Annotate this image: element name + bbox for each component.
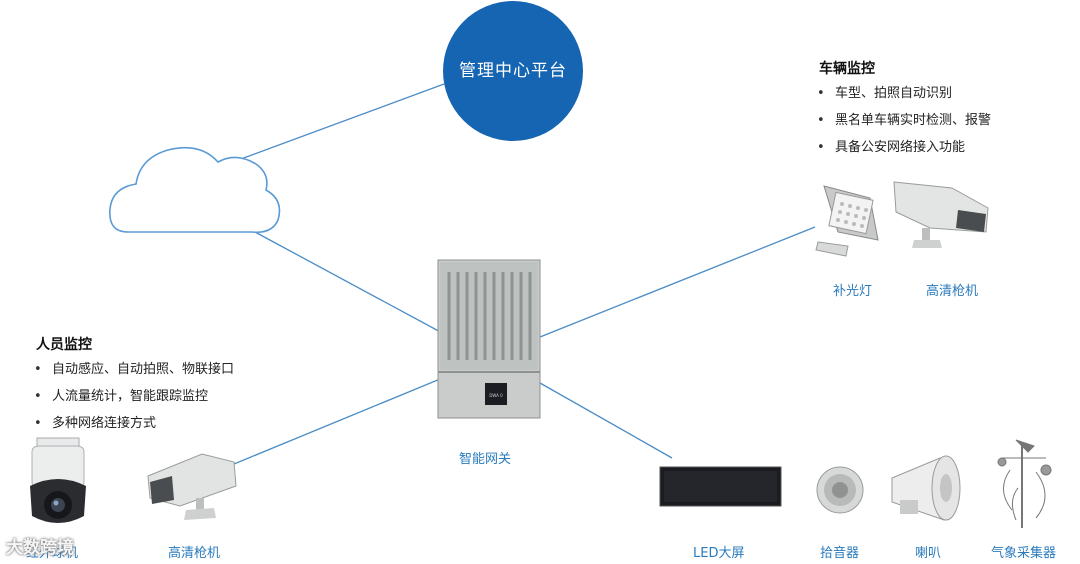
vehicle-monitor-title: 车辆监控 — [819, 61, 875, 77]
vehicle-feature-1: 车型、拍照自动识别 — [815, 80, 991, 107]
line-gateway-vehicle — [539, 226, 816, 338]
infrared-dome-label: 红外球机 — [26, 546, 79, 561]
person-feature-3: 多种网络连接方式 — [32, 410, 234, 437]
line-cloud-hub — [221, 83, 445, 167]
speaker-label: 喇叭 — [915, 546, 942, 561]
platform-label: 管理中心平台 — [459, 61, 567, 81]
person-monitor-title: 人员监控 — [36, 337, 92, 353]
vehicle-monitor-list: 车型、拍照自动识别 黑名单车辆实时检测、报警 具备公安网络接入功能 — [815, 80, 991, 161]
hd-camera-right-label: 高清枪机 — [926, 284, 979, 299]
fill-light-label: 补光灯 — [833, 284, 873, 299]
led-screen-label: LED大屏 — [693, 546, 745, 561]
cloud-icon — [109, 146, 281, 234]
person-monitor-list: 自动感应、自动拍照、物联接口 人流量统计，智能跟踪监控 多种网络连接方式 — [32, 356, 234, 437]
watermark: 大数跨境 — [6, 538, 74, 558]
speaker-icon — [891, 455, 961, 521]
pickup-icon — [816, 466, 864, 514]
fill-light-icon — [815, 185, 879, 257]
gateway-label: 智能网关 — [459, 452, 512, 467]
line-gateway-led — [539, 382, 673, 459]
gateway-device: DWA 0 — [437, 259, 541, 419]
hd-camera-right-icon — [893, 181, 989, 248]
line-gateway-camera — [233, 376, 446, 465]
vehicle-feature-3: 具备公安网络接入功能 — [815, 134, 991, 161]
weather-station-icon — [997, 439, 1052, 528]
management-platform-node — [443, 1, 583, 141]
led-screen-icon — [659, 466, 782, 507]
line-cloud-gateway — [254, 231, 447, 336]
infrared-dome-icon — [30, 437, 86, 523]
person-feature-1: 自动感应、自动拍照、物联接口 — [32, 356, 234, 383]
gateway-tag: DWA 0 — [489, 393, 503, 398]
vehicle-feature-2: 黑名单车辆实时检测、报警 — [815, 107, 991, 134]
weather-station-label: 气象采集器 — [991, 546, 1057, 561]
hd-camera-left-label: 高清枪机 — [168, 546, 221, 561]
hd-camera-left-icon — [147, 453, 237, 520]
person-feature-2: 人流量统计，智能跟踪监控 — [32, 383, 234, 410]
pickup-label: 拾音器 — [820, 546, 860, 561]
